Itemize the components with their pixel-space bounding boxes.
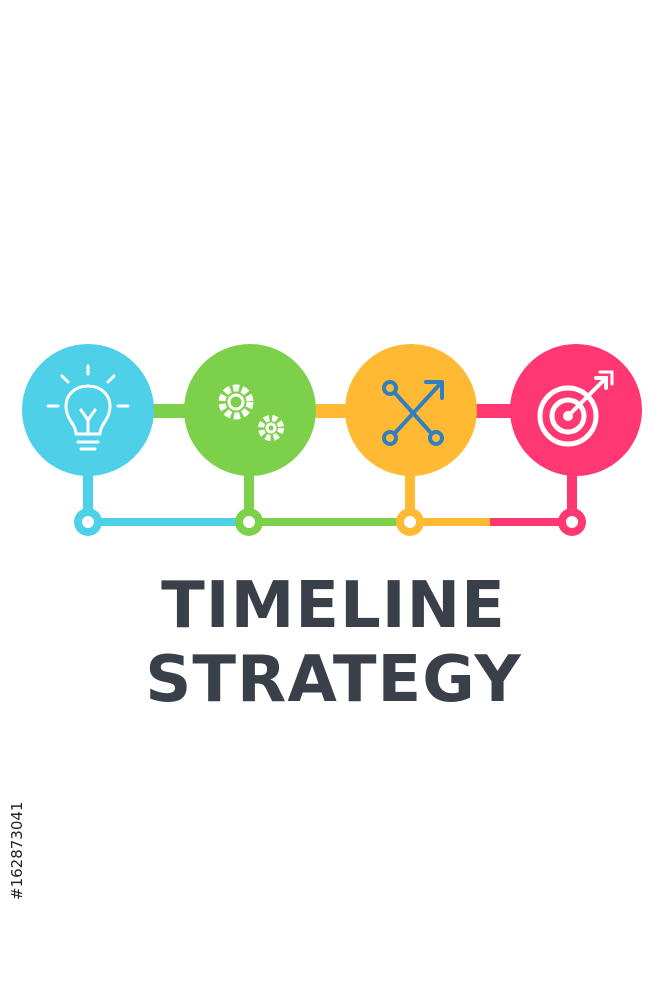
- stock-id: #162873041: [8, 801, 26, 900]
- target-icon: [537, 370, 614, 447]
- timeline-segment-4: [490, 518, 572, 526]
- timeline-segment-1: [88, 518, 248, 526]
- timeline-segment-2: [248, 518, 410, 526]
- timeline-node-3: [396, 508, 424, 536]
- connector-top-2: [312, 404, 352, 418]
- stem-2: [244, 460, 254, 512]
- step-circle-2: [184, 344, 316, 476]
- timeline-node-1: [74, 508, 102, 536]
- stem-3: [405, 460, 415, 512]
- step-circle-1: [22, 344, 154, 476]
- connector-top-1: [150, 404, 190, 418]
- lightbulb-icon: [46, 364, 130, 451]
- timeline-segment-3: [410, 518, 490, 526]
- connector-top-3: [474, 404, 514, 418]
- stem-1: [83, 460, 93, 512]
- timeline-node-2: [235, 508, 263, 536]
- title-line-2: STRATEGY: [145, 643, 522, 717]
- timeline-node-4: [558, 508, 586, 536]
- stem-4: [567, 460, 577, 512]
- crossing-arrows-icon: [382, 380, 444, 446]
- title-line-1: TIMELINE: [161, 569, 506, 643]
- gears-icon: [218, 384, 284, 441]
